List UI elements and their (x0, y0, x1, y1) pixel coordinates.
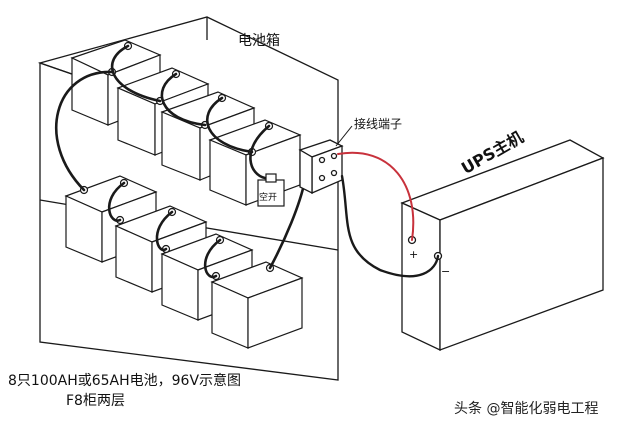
cable-upper-2-3 (160, 72, 207, 127)
cable-lower-2-3 (155, 210, 174, 252)
ups-plus-sign: + (409, 248, 418, 261)
battery-cables (54, 44, 307, 279)
ups-host (400, 139, 605, 352)
watermark: 头条 @智能化弱电工程 (454, 401, 599, 417)
terminal-label-leader (335, 125, 353, 147)
battery-box-label: 电池箱 (238, 33, 280, 49)
switch-label: 空开 (259, 193, 278, 203)
caption-line-1: 8只100AH或65AH电池，96V示意图 (8, 373, 242, 389)
ups-minus-sign: − (441, 265, 450, 278)
cable-upper-4-terminal (249, 124, 271, 180)
ups-side (439, 157, 604, 351)
positive-cable-red (337, 151, 415, 241)
negative-cable-black (340, 174, 440, 278)
cable-upper-3-4 (205, 96, 254, 154)
terminal-block-label: 接线端子 (354, 117, 403, 131)
battery-lower-4 (210, 261, 304, 349)
cable-upper-1-2 (110, 44, 162, 103)
cable-upper-to-lower (54, 70, 114, 192)
cable-lower-1-2 (107, 181, 126, 222)
caption-line-2: F8柜两层 (66, 393, 125, 409)
air-switch (257, 173, 285, 207)
terminal-block (298, 139, 344, 195)
cable-lower-3-4 (203, 238, 222, 279)
